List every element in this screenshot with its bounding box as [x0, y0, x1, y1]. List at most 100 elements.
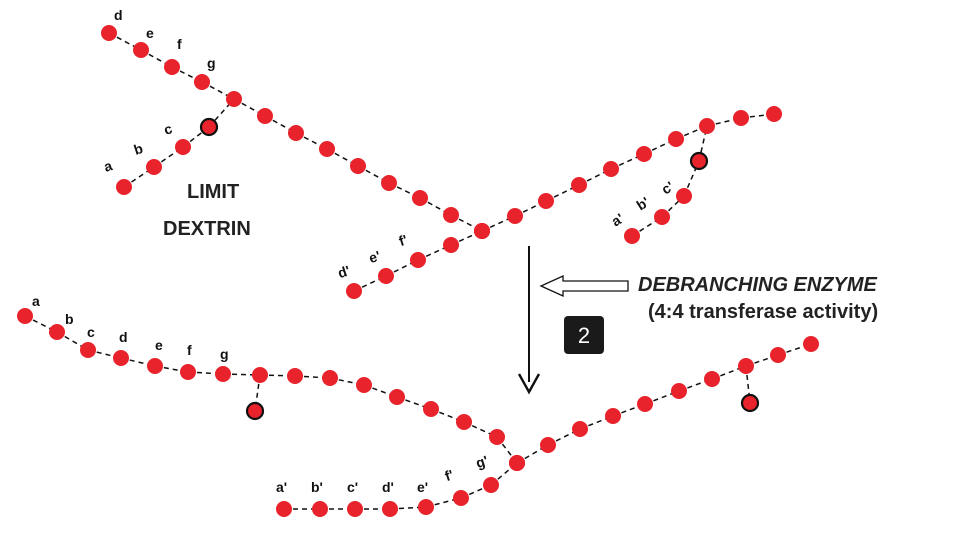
- label-d: d: [119, 329, 128, 345]
- branch-point-residue: [245, 401, 265, 421]
- top-right-chain-residue: [766, 106, 782, 122]
- top-right-chain-residue: [733, 110, 749, 126]
- bottom-left-chain-residue: [423, 401, 439, 417]
- step-badge: [564, 316, 604, 354]
- bottom-left-chain-residue: [489, 429, 505, 445]
- enzyme-activity: (4:4 transferase activity): [648, 301, 878, 323]
- label-c-prime: c': [659, 178, 677, 197]
- limit-label: LIMIT: [187, 181, 239, 203]
- top-right-branch-residue: [676, 188, 692, 204]
- bottom-left-chain-residue: [322, 370, 338, 386]
- label-d-prime: d': [336, 262, 352, 281]
- glycosidic-links: [24, 32, 812, 510]
- enzyme-name: DEBRANCHING ENZYME: [638, 274, 878, 296]
- top-right-chain-residue: [538, 193, 554, 209]
- top-main-chain-residue: [101, 25, 117, 41]
- branch-point-residue: [689, 151, 709, 171]
- top-right-branch-residue: [654, 209, 670, 225]
- label-g: g: [220, 346, 229, 362]
- branch-point-residue: [740, 393, 760, 413]
- bottom-left-chain-residue: [287, 368, 303, 384]
- bottom-right-chain-residue: [540, 437, 556, 453]
- bottom-lower-chain-residue: [418, 499, 434, 515]
- label-e: e: [155, 337, 163, 353]
- top-main-chain-residue: [443, 207, 459, 223]
- top-lower-chain-residue: [443, 237, 459, 253]
- bottom-left-chain-residue: [80, 342, 96, 358]
- top-right-chain-residue: [636, 146, 652, 162]
- bottom-left-chain-residue: [215, 366, 231, 382]
- top-right-chain-residue: [507, 208, 523, 224]
- top-main-chain-residue: [257, 108, 273, 124]
- top-right-chain-residue: [699, 118, 715, 134]
- top-right-branch-residue: [624, 228, 640, 244]
- label-b: b: [65, 311, 74, 327]
- bottom-lower-chain-residue: [453, 490, 469, 506]
- label-c: c: [87, 324, 95, 340]
- bottom-left-chain-residue: [49, 324, 65, 340]
- label-a-prime: a': [609, 210, 627, 229]
- label-e: e: [146, 25, 154, 41]
- label-g-prime: g': [474, 452, 490, 471]
- dextrin-label: DEXTRIN: [163, 218, 251, 240]
- bottom-right-chain-residue: [671, 383, 687, 399]
- label-e-prime: e': [417, 479, 428, 495]
- bottom-left-chain-residue: [17, 308, 33, 324]
- label-f-prime: f': [397, 231, 410, 249]
- label-g: g: [207, 55, 216, 71]
- bottom-left-chain-residue: [389, 389, 405, 405]
- label-c-prime: c': [347, 479, 358, 495]
- bottom-lower-chain-residue: [509, 455, 525, 471]
- label-b: b: [132, 140, 145, 158]
- bottom-left-chain-residue: [113, 350, 129, 366]
- top-lower-chain-residue: [410, 252, 426, 268]
- label-f: f: [187, 342, 192, 358]
- bottom-right-chain-residue: [637, 396, 653, 412]
- bottom-lower-chain-residue: [276, 501, 292, 517]
- top-main-chain-residue: [381, 175, 397, 191]
- bottom-right-chain-residue: [738, 358, 754, 374]
- top-main-chain-residue: [412, 190, 428, 206]
- label-f: f: [177, 36, 182, 52]
- top-main-chain-residue: [133, 42, 149, 58]
- bottom-left-chain-residue: [356, 377, 372, 393]
- top-left-branch-residue: [116, 179, 132, 195]
- bottom-lower-chain-residue: [347, 501, 363, 517]
- top-right-chain-residue: [668, 131, 684, 147]
- bottom-left-chain-residue: [252, 367, 268, 383]
- top-right-chain-residue: [571, 177, 587, 193]
- top-right-chain-residue: [603, 161, 619, 177]
- step-number: 2: [578, 323, 590, 348]
- glucose-residues: [17, 25, 819, 517]
- top-main-chain-residue: [194, 74, 210, 90]
- label-b-prime: b': [634, 194, 653, 214]
- bottom-left-chain-residue: [180, 364, 196, 380]
- top-left-branch-residue: [175, 139, 191, 155]
- top-main-chain-residue: [350, 158, 366, 174]
- reaction-arrow: [517, 246, 541, 395]
- top-main-chain-residue: [164, 59, 180, 75]
- bottom-lower-chain-residue: [382, 501, 398, 517]
- label-a: a: [32, 293, 40, 309]
- top-main-chain-residue: [288, 125, 304, 141]
- bottom-right-chain-residue: [572, 421, 588, 437]
- branch-point-residue: [199, 117, 219, 137]
- top-main-chain-residue: [226, 91, 242, 107]
- top-left-branch-residue: [146, 159, 162, 175]
- label-d: d: [114, 7, 123, 23]
- bottom-left-chain-residue: [147, 358, 163, 374]
- label-a: a: [102, 157, 115, 175]
- bottom-right-chain-residue: [803, 336, 819, 352]
- top-right-chain-residue: [474, 223, 490, 239]
- bottom-right-chain-residue: [605, 408, 621, 424]
- bottom-lower-chain-residue: [483, 477, 499, 493]
- label-d-prime: d': [382, 479, 394, 495]
- label-b-prime: b': [311, 479, 323, 495]
- label-f-prime: f': [443, 466, 456, 484]
- label-c: c: [162, 120, 175, 138]
- top-lower-chain-residue: [378, 268, 394, 284]
- label-a-prime: a': [276, 479, 287, 495]
- hollow-arrow-icon: [539, 274, 629, 298]
- bottom-right-chain-residue: [704, 371, 720, 387]
